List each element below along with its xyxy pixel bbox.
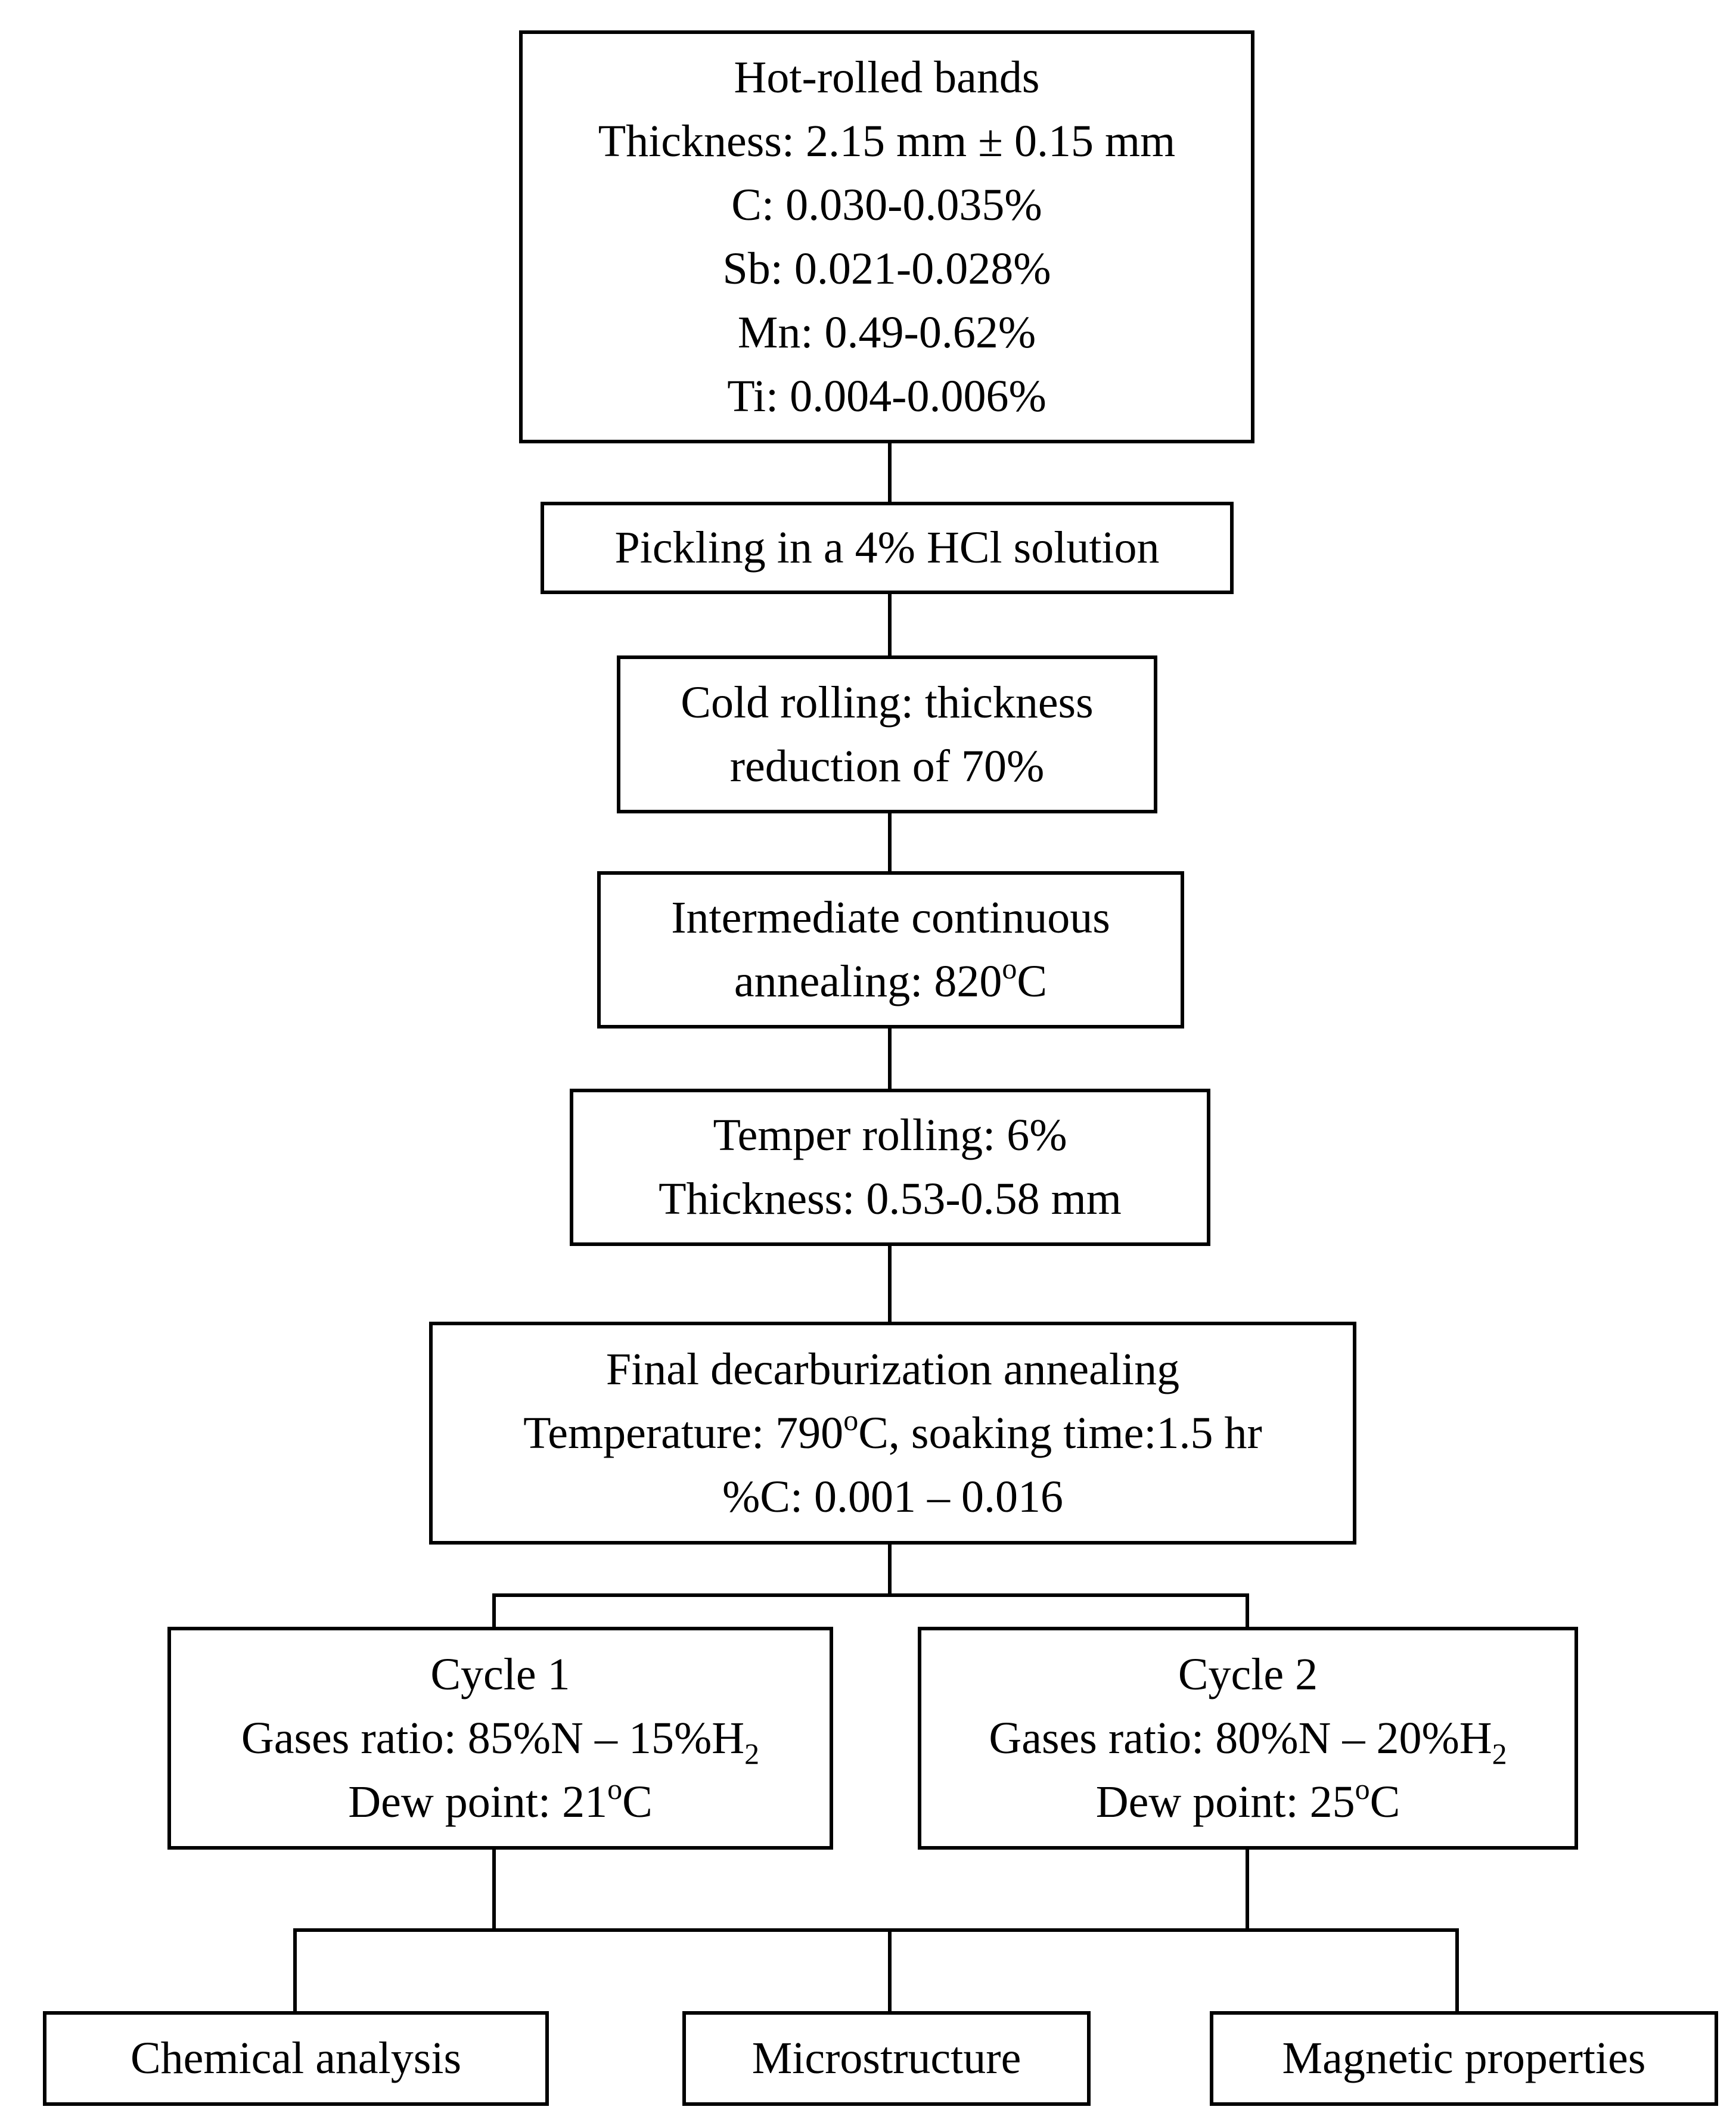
cycle-1-dew-point: Dew point: 21oC (348, 1770, 653, 1834)
subscript-two: 2 (744, 1736, 760, 1770)
cold-rolling-line-2: reduction of 70% (729, 741, 1045, 791)
temper-rolling-box: Temper rolling: 6% Thickness: 0.53-0.58 … (570, 1089, 1210, 1246)
cycle-1-title: Cycle 1 (430, 1649, 570, 1699)
cycle-1-gases-text: Gases ratio: 85%N – 15%H (241, 1713, 745, 1763)
microstructure-label: Microstructure (751, 2033, 1021, 2083)
temper-rolling-line-2: Thickness: 0.53-0.58 mm (659, 1174, 1122, 1224)
hot-rolled-title: Hot-rolled bands (734, 52, 1040, 102)
intermediate-annealing-line-2: annealing: 820oC (734, 950, 1047, 1014)
degree-mark: o (843, 1403, 859, 1437)
temper-rolling-line-1: Temper rolling: 6% (713, 1110, 1067, 1160)
cold-rolling-line-1: Cold rolling: thickness (681, 677, 1094, 728)
cycle-2-dew-text: Dew point: 25 (1095, 1776, 1355, 1827)
cycle-2-gases-text: Gases ratio: 80%N – 20%H (989, 1713, 1492, 1763)
cold-rolling-box: Cold rolling: thickness reduction of 70% (617, 655, 1157, 813)
intermediate-annealing-line-1: Intermediate continuous (671, 893, 1110, 943)
cycle-2-title: Cycle 2 (1178, 1649, 1318, 1699)
final-annealing-line-2: Temperature: 790oC, soaking time:1.5 hr (523, 1402, 1262, 1465)
cycle-1-dew-unit: C (622, 1776, 653, 1827)
pickling-label: Pickling in a 4% HCl solution (614, 523, 1160, 573)
cycle-1-dew-text: Dew point: 21 (348, 1776, 608, 1827)
degree-mark: o (607, 1772, 623, 1806)
cycle-2-gases: Gases ratio: 80%N – 20%H2 (989, 1707, 1507, 1770)
final-annealing-line-3: %C: 0.001 – 0.016 (722, 1471, 1064, 1522)
degree-mark: o (1355, 1772, 1370, 1806)
final-annealing-soak: C, soaking time:1.5 hr (858, 1407, 1262, 1458)
magnetic-properties-box: Magnetic properties (1210, 2011, 1718, 2106)
hot-rolled-antimony: Sb: 0.021-0.028% (722, 243, 1051, 294)
hot-rolled-bands-box: Hot-rolled bands Thickness: 2.15 mm ± 0.… (519, 30, 1254, 443)
hot-rolled-titanium: Ti: 0.004-0.006% (727, 371, 1046, 421)
cycle-2-box: Cycle 2 Gases ratio: 80%N – 20%H2 Dew po… (918, 1627, 1578, 1850)
microstructure-box: Microstructure (682, 2011, 1091, 2106)
intermediate-annealing-temp: annealing: 820 (734, 956, 1002, 1006)
cycle-2-dew-point: Dew point: 25oC (1096, 1770, 1400, 1834)
pickling-box: Pickling in a 4% HCl solution (541, 502, 1234, 594)
chemical-analysis-label: Chemical analysis (130, 2033, 462, 2083)
subscript-two: 2 (1492, 1736, 1507, 1770)
hot-rolled-thickness: Thickness: 2.15 mm ± 0.15 mm (598, 116, 1176, 166)
cycle-1-gases: Gases ratio: 85%N – 15%H2 (241, 1707, 759, 1770)
final-annealing-temp: Temperature: 790 (523, 1407, 844, 1458)
intermediate-annealing-unit: C (1017, 956, 1048, 1006)
cycle-1-box: Cycle 1 Gases ratio: 85%N – 15%H2 Dew po… (167, 1627, 833, 1850)
final-decarburization-box: Final decarburization annealing Temperat… (429, 1322, 1356, 1545)
intermediate-annealing-box: Intermediate continuous annealing: 820oC (597, 871, 1184, 1029)
cycle-2-dew-unit: C (1369, 1776, 1400, 1827)
hot-rolled-carbon: C: 0.030-0.035% (731, 179, 1042, 230)
magnetic-properties-label: Magnetic properties (1282, 2033, 1646, 2083)
chemical-analysis-box: Chemical analysis (43, 2011, 549, 2106)
degree-mark: o (1002, 952, 1017, 985)
final-annealing-line-1: Final decarburization annealing (605, 1344, 1180, 1394)
hot-rolled-manganese: Mn: 0.49-0.62% (737, 307, 1036, 358)
